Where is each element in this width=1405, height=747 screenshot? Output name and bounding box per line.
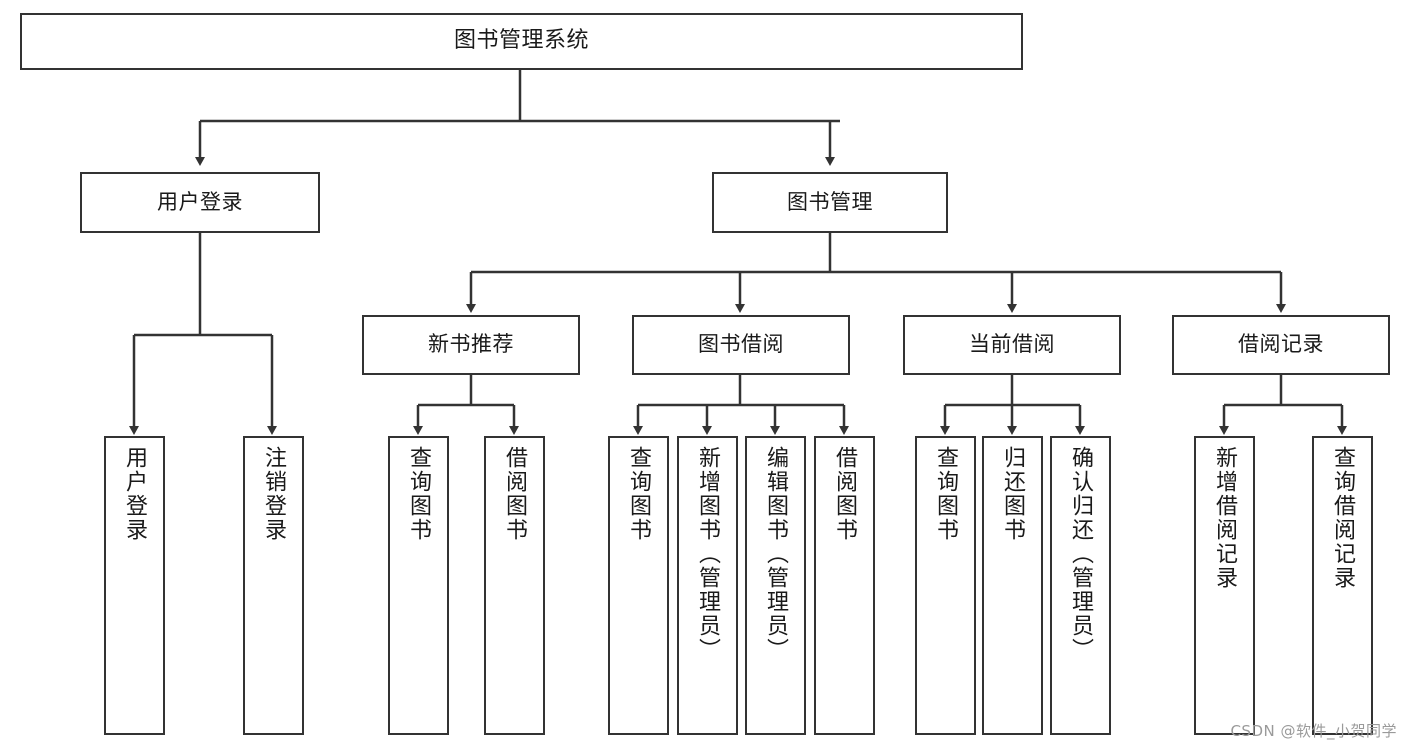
- node-leaf-logout[interactable]: 注销登录: [243, 436, 304, 735]
- node-leaf-add-book-label: 新增图书（管理员）: [695, 446, 721, 662]
- node-book-borrow[interactable]: 图书借阅: [632, 315, 850, 375]
- node-leaf-query-record-label: 查询借阅记录: [1330, 446, 1356, 590]
- node-borrow-record-label: 借阅记录: [1238, 332, 1324, 357]
- node-user-login-label: 用户登录: [157, 189, 243, 214]
- node-leaf-add-book[interactable]: 新增图书（管理员）: [677, 436, 738, 735]
- watermark-text: CSDN @软件_小贺同学: [1230, 722, 1397, 740]
- node-leaf-query-record[interactable]: 查询借阅记录: [1312, 436, 1373, 735]
- node-leaf-add-record[interactable]: 新增借阅记录: [1194, 436, 1255, 735]
- node-borrow-record[interactable]: 借阅记录: [1172, 315, 1390, 375]
- node-leaf-confirm-return-label: 确认归还（管理员）: [1068, 446, 1094, 662]
- node-leaf-add-record-label: 新增借阅记录: [1212, 446, 1238, 590]
- node-leaf-logout-label: 注销登录: [261, 446, 287, 542]
- node-leaf-user-login-label: 用户登录: [122, 446, 148, 542]
- node-leaf-query-book-3[interactable]: 查询图书: [915, 436, 976, 735]
- node-leaf-return-book[interactable]: 归还图书: [982, 436, 1043, 735]
- node-leaf-borrow-book-2-label: 借阅图书: [832, 446, 858, 542]
- node-leaf-query-book-3-label: 查询图书: [933, 446, 959, 542]
- node-book-manage-label: 图书管理: [787, 189, 873, 214]
- node-leaf-borrow-book-2[interactable]: 借阅图书: [814, 436, 875, 735]
- node-root-label: 图书管理系统: [453, 28, 589, 54]
- node-leaf-user-login[interactable]: 用户登录: [104, 436, 165, 735]
- node-book-manage[interactable]: 图书管理: [712, 172, 948, 233]
- node-leaf-query-book-2[interactable]: 查询图书: [608, 436, 669, 735]
- node-root[interactable]: 图书管理系统: [20, 13, 1023, 70]
- node-current-borrow-label: 当前借阅: [969, 332, 1055, 357]
- node-leaf-confirm-return[interactable]: 确认归还（管理员）: [1050, 436, 1111, 735]
- node-new-book-rec-label: 新书推荐: [428, 332, 514, 357]
- node-leaf-borrow-book-1-label: 借阅图书: [502, 446, 528, 542]
- node-leaf-edit-book-label: 编辑图书（管理员）: [763, 446, 789, 662]
- node-leaf-query-book-1-label: 查询图书: [406, 446, 432, 542]
- node-book-borrow-label: 图书借阅: [698, 332, 784, 357]
- node-leaf-edit-book[interactable]: 编辑图书（管理员）: [745, 436, 806, 735]
- node-leaf-query-book-1[interactable]: 查询图书: [388, 436, 449, 735]
- node-new-book-rec[interactable]: 新书推荐: [362, 315, 580, 375]
- node-leaf-return-book-label: 归还图书: [1000, 446, 1026, 542]
- node-leaf-borrow-book-1[interactable]: 借阅图书: [484, 436, 545, 735]
- node-leaf-query-book-2-label: 查询图书: [626, 446, 652, 542]
- node-user-login[interactable]: 用户登录: [80, 172, 320, 233]
- node-current-borrow[interactable]: 当前借阅: [903, 315, 1121, 375]
